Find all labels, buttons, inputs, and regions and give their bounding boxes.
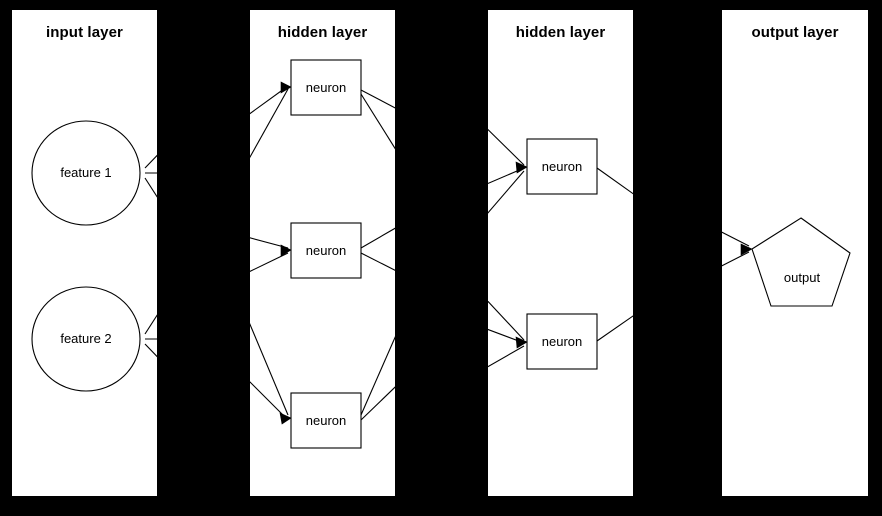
edges-into-hidden2-neuron-2	[488, 300, 528, 368]
edges-from-hidden2-neuron-2	[596, 315, 633, 342]
edges-from-feature-1	[144, 154, 157, 198]
edges-into-hidden1-neuron-3	[250, 323, 292, 425]
node-hidden1-neuron-2[interactable]: neuron	[290, 222, 362, 279]
node-hidden2-neuron-2[interactable]: neuron	[526, 313, 598, 370]
input-layer-panel: input layer feature 1 feature 2	[12, 10, 157, 496]
hidden1-neuron-2-label: neuron	[306, 243, 346, 258]
hidden2-neuron-2-label: neuron	[542, 334, 582, 349]
output-layer-title: output layer	[751, 24, 839, 41]
edges-from-hidden1-neuron-3	[360, 336, 395, 421]
hidden-layer-2-title: hidden layer	[515, 24, 606, 41]
hidden-layer-2-panel: hidden layer	[488, 10, 633, 496]
edges-into-hidden1-neuron-1	[250, 81, 292, 159]
hidden-layer-2-graphics: neuron neuron	[488, 128, 633, 370]
input-layer-title: input layer	[46, 24, 123, 41]
node-output[interactable]: output	[751, 217, 851, 307]
input-layer-graphics: feature 1 feature 2	[31, 120, 157, 392]
hidden1-neuron-1-label: neuron	[306, 80, 346, 95]
hidden2-neuron-1-label: neuron	[542, 159, 582, 174]
feature-2-label: feature 2	[60, 331, 111, 346]
output-layer-graphics: output	[722, 217, 851, 307]
edges-from-hidden2-neuron-1	[596, 167, 633, 195]
hidden1-neuron-3-label: neuron	[306, 413, 346, 428]
node-feature-2[interactable]: feature 2	[31, 286, 141, 392]
edges-from-hidden1-neuron-2	[360, 227, 395, 271]
node-feature-1[interactable]: feature 1	[31, 120, 141, 226]
edges-into-hidden1-neuron-2	[250, 237, 292, 272]
edges-into-hidden2-neuron-1	[488, 128, 528, 214]
edges-from-hidden1-neuron-1	[360, 89, 395, 150]
node-hidden2-neuron-1[interactable]: neuron	[526, 138, 598, 195]
hidden-layer-1-panel: hidden layer	[250, 10, 395, 496]
feature-1-label: feature 1	[60, 165, 111, 180]
hidden-layer-1-graphics: neuron neuron neuron	[250, 59, 395, 449]
node-hidden1-neuron-3[interactable]: neuron	[290, 392, 362, 449]
output-layer-panel: output layer output	[722, 10, 868, 496]
output-node-label: output	[784, 270, 821, 285]
edges-from-feature-2	[144, 314, 157, 358]
node-hidden1-neuron-1[interactable]: neuron	[290, 59, 362, 116]
hidden-layer-1-title: hidden layer	[277, 24, 368, 41]
edges-into-output-node	[722, 231, 753, 267]
